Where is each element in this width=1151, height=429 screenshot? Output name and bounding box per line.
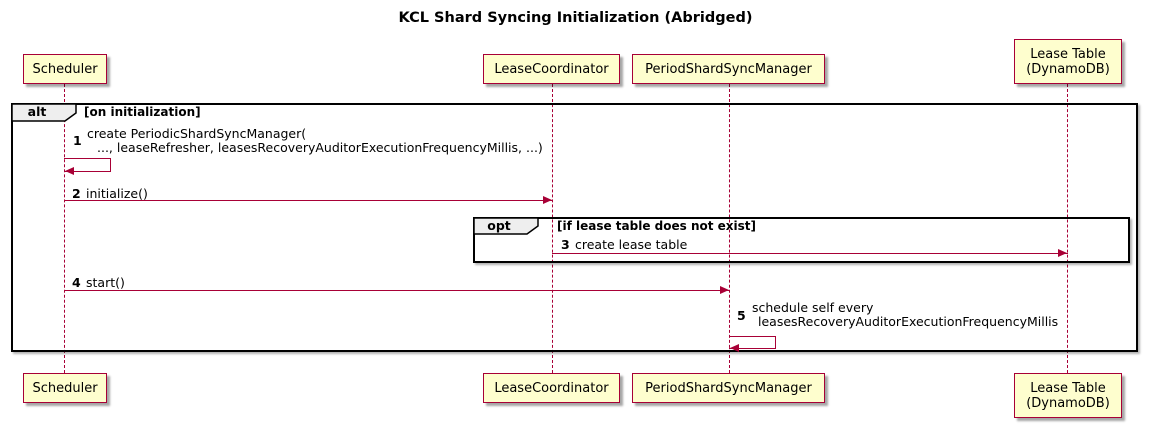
opt-frame	[473, 217, 1130, 263]
participant-label-line1: Lease Table	[1030, 46, 1106, 62]
participant-label: Scheduler	[32, 61, 98, 77]
participant-lease-table-bottom: Lease Table (DynamoDB)	[1014, 373, 1122, 418]
message-5-number: 5	[737, 308, 746, 323]
participant-scheduler-top: Scheduler	[23, 54, 107, 84]
participant-lease-coordinator-bottom: LeaseCoordinator	[483, 373, 620, 403]
participant-label-line1: Lease Table	[1030, 380, 1106, 396]
message-5-text-line1: schedule self every	[752, 300, 874, 315]
participant-label: LeaseCoordinator	[494, 61, 609, 77]
participant-label: Scheduler	[32, 380, 98, 396]
message-4-number: 4	[72, 275, 81, 290]
self-arrow-5-arrowhead	[730, 344, 739, 352]
message-4-text: start()	[86, 275, 125, 290]
participant-period-shard-sync-manager-top: PeriodShardSyncManager	[632, 54, 825, 84]
lifeline-lease-table	[1067, 84, 1068, 373]
lifeline-lease-coordinator	[552, 84, 553, 373]
alt-condition: [on initialization]	[84, 105, 201, 119]
participant-label: LeaseCoordinator	[494, 380, 609, 396]
message-3-text: create lease table	[575, 237, 688, 252]
participant-label: PeriodShardSyncManager	[645, 380, 812, 396]
message-3-number: 3	[561, 237, 570, 252]
lifeline-period-shard-sync-manager	[729, 84, 730, 373]
message-5-text-line2: leasesRecoveryAuditorExecutionFrequencyM…	[758, 314, 1059, 329]
opt-condition: [if lease table does not exist]	[557, 219, 757, 233]
arrow-initialize-arrowhead	[543, 196, 552, 204]
message-2-number: 2	[72, 186, 81, 201]
alt-keyword-pentagon	[12, 104, 77, 122]
diagram-title: KCL Shard Syncing Initialization (Abridg…	[398, 10, 753, 26]
opt-keyword: opt	[487, 218, 511, 233]
arrow-initialize	[64, 200, 553, 201]
arrow-start-arrowhead	[720, 286, 729, 294]
message-1-number: 1	[73, 133, 82, 148]
message-1-text-line1: create PeriodicShardSyncManager(	[87, 126, 307, 141]
alt-keyword: alt	[27, 104, 47, 119]
lifeline-scheduler	[64, 84, 65, 373]
message-2-text: initialize()	[86, 186, 148, 201]
alt-frame	[11, 103, 1138, 352]
message-1-text-line2: ..., leaseRefresher, leasesRecoveryAudit…	[97, 140, 543, 155]
self-arrow-1-loop	[64, 158, 111, 172]
self-arrow-5-loop	[729, 336, 776, 349]
opt-keyword-pentagon	[474, 218, 539, 235]
arrow-start	[64, 290, 730, 291]
self-arrow-1-arrowhead	[65, 167, 74, 175]
arrow-create-lease-table	[552, 253, 1068, 254]
arrow-create-lease-table-arrowhead	[1058, 249, 1067, 257]
participant-lease-table-top: Lease Table (DynamoDB)	[1014, 39, 1122, 84]
participant-label-line2: (DynamoDB)	[1026, 395, 1110, 411]
participant-period-shard-sync-manager-bottom: PeriodShardSyncManager	[632, 373, 825, 403]
participant-lease-coordinator-top: LeaseCoordinator	[483, 54, 620, 84]
participant-scheduler-bottom: Scheduler	[23, 373, 107, 403]
participant-label-line2: (DynamoDB)	[1026, 61, 1110, 77]
participant-label: PeriodShardSyncManager	[645, 61, 812, 77]
